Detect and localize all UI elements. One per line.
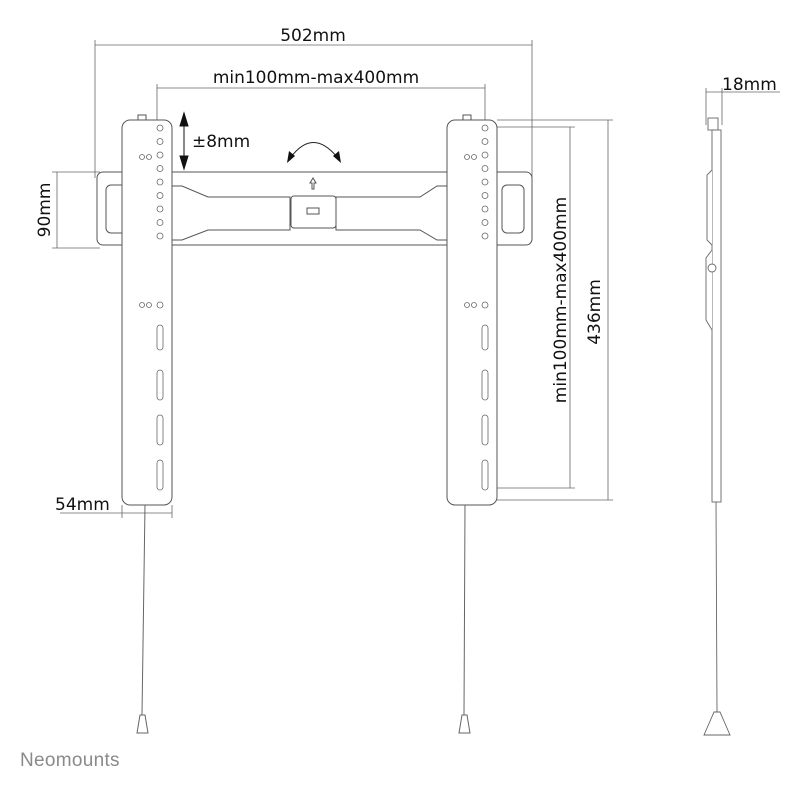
- mount-hole: [156, 192, 164, 199]
- mount-hole: [481, 178, 489, 186]
- vertical-adjust-label: ±8mm: [192, 132, 250, 152]
- mount-hole: [481, 124, 489, 132]
- mount-hole: [146, 302, 152, 308]
- vertical-arms: [121, 114, 498, 506]
- brand-logo: Neomounts: [20, 750, 120, 771]
- mount-hole: [481, 205, 489, 213]
- tilt-rotation-icon: [287, 142, 341, 163]
- mount-slot: [481, 324, 489, 351]
- mount-hole: [156, 124, 164, 132]
- mount-slot: [156, 459, 164, 491]
- mount-hole: [156, 301, 164, 309]
- mount-hole: [139, 302, 145, 308]
- mount-hole: [481, 192, 489, 199]
- total-width-label: 502mm: [280, 26, 346, 46]
- mount-hole: [156, 165, 164, 172]
- arm-width-label: 54mm: [55, 495, 110, 515]
- mount-slot: [156, 324, 164, 351]
- arm-height-label: 436mm: [585, 279, 605, 345]
- mount-slot: [481, 459, 489, 491]
- mount-hole: [481, 301, 489, 309]
- dimension-lines: [52, 40, 780, 518]
- mount-hole: [481, 232, 489, 240]
- plate-height-label: 90mm: [35, 183, 55, 238]
- mount-hole: [156, 219, 164, 226]
- mount-hole: [464, 302, 470, 308]
- mount-slot: [481, 369, 489, 401]
- mount-hole: [156, 232, 164, 240]
- vertical-adjust-arrow-icon: [179, 111, 189, 171]
- vertical-vesa-label: min100mm-max400mm: [551, 197, 571, 403]
- mount-hole: [481, 138, 489, 145]
- mount-hole: [146, 154, 152, 160]
- safety-cords: [136, 504, 471, 734]
- mount-hole: [156, 205, 164, 213]
- mount-hole: [481, 151, 489, 159]
- wall-plate: [96, 171, 533, 246]
- mount-hole: [481, 165, 489, 172]
- mount-hole: [481, 219, 489, 226]
- mount-hole: [156, 138, 164, 145]
- horizontal-vesa-label: min100mm-max400mm: [213, 68, 419, 88]
- mount-hole: [464, 154, 470, 160]
- mount-hole: [156, 178, 164, 186]
- arm-holes: [139, 124, 489, 491]
- mount-slot: [481, 414, 489, 446]
- mount-slot: [156, 369, 164, 401]
- mount-hole: [139, 154, 145, 160]
- side-view: [703, 117, 731, 736]
- depth-label: 18mm: [722, 75, 777, 95]
- mount-slot: [156, 414, 164, 446]
- mount-hole: [471, 154, 477, 160]
- mount-hole: [156, 151, 164, 159]
- mount-hole: [471, 302, 477, 308]
